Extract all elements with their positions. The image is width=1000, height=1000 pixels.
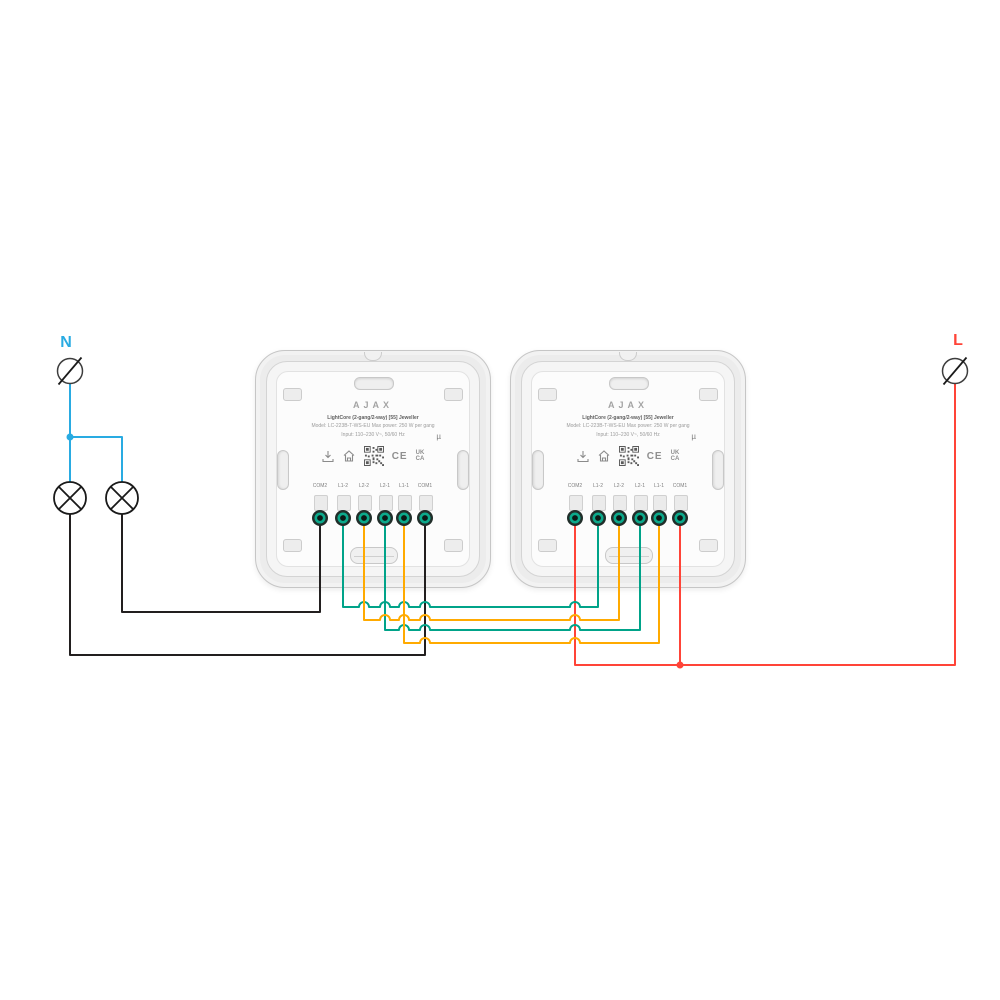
device-name: LightCore (2-gang/2-way) [55] Jeweller (582, 415, 674, 421)
corner-slot (699, 539, 718, 552)
neutral-label: N (60, 334, 72, 351)
neutral-terminal-slash (57, 356, 83, 386)
terminal-screw (337, 495, 351, 511)
terminal-label-l2-2: L2-2 (358, 483, 369, 489)
lamp-2-cross (110, 486, 134, 510)
install-arrow-icon (322, 450, 334, 462)
device-spec-model: Model: LC-223B-T-WS-EU Max power: 250 W … (311, 423, 435, 429)
terminal-screw (379, 495, 393, 511)
lamp-1-cross (58, 486, 82, 510)
terminal-label-l1-2: L1-2 (337, 483, 348, 489)
ukca-mark: UK CA (671, 450, 680, 463)
line-terminal-symbol (941, 357, 969, 385)
ce-mark: CE (391, 450, 408, 462)
device-spec-input: Input: 110–230 V~, 50/60 Hz (341, 431, 405, 438)
neutral-terminal-symbol (56, 357, 84, 385)
neutral-wires (69, 383, 123, 482)
mu-mark: µ (436, 432, 441, 441)
terminal-screw (613, 495, 627, 511)
ukca-mark: UK CA (416, 450, 425, 463)
top-screw-slot (354, 377, 394, 390)
corner-slot (538, 539, 557, 552)
device-module: AJAX LightCore (2-gang/2-way) [55] Jewel… (295, 400, 451, 467)
device-spec-model: Model: LC-223B-T-WS-EU Max power: 250 W … (566, 423, 690, 429)
terminal-label-com2: COM2 (312, 483, 328, 489)
top-screw-slot (609, 377, 649, 390)
side-slot (532, 450, 544, 490)
line-terminal-slash (942, 356, 968, 386)
brand-logo: AJAX (607, 400, 648, 410)
terminal-label-l1-1: L1-1 (398, 483, 409, 489)
terminal-screw (419, 495, 433, 511)
terminal-screw (592, 495, 606, 511)
corner-slot (283, 539, 302, 552)
lamp-2 (105, 481, 139, 515)
qr-code (363, 446, 384, 466)
terminal-screw (653, 495, 667, 511)
terminal-screw (398, 495, 412, 511)
brand-logo: AJAX (352, 400, 393, 410)
terminal-screw (634, 495, 648, 511)
lamp-1 (53, 481, 87, 515)
corner-slot (444, 388, 463, 401)
qr-code (618, 446, 639, 466)
house-icon (598, 450, 610, 462)
device-name: LightCore (2-gang/2-way) [55] Jeweller (327, 415, 419, 421)
neutral-junction-dot (66, 433, 74, 441)
side-slot (277, 450, 289, 490)
lamps (53, 481, 139, 515)
claw-adjuster-slot (350, 547, 398, 564)
claw-adjuster-slot (605, 547, 653, 564)
corner-slot (538, 388, 557, 401)
device-spec-input: Input: 110–230 V~, 50/60 Hz (596, 431, 660, 438)
ukca-bottom: CA (670, 456, 680, 462)
line-junction-dot (676, 661, 684, 669)
ukca-top: UK (415, 449, 425, 456)
terminal-label-com1: COM1 (672, 483, 688, 489)
switch-device-left: AJAX LightCore (2-gang/2-way) [55] Jewel… (255, 350, 491, 588)
corner-slot (283, 388, 302, 401)
side-slot (457, 450, 469, 490)
house-icon (343, 450, 355, 462)
switch-device-right: AJAX LightCore (2-gang/2-way) [55] Jewel… (510, 350, 746, 588)
line-label: L (953, 332, 963, 349)
install-arrow-icon (577, 450, 589, 462)
terminal-screw (314, 495, 328, 511)
device-module: AJAX LightCore (2-gang/2-way) [55] Jewel… (550, 400, 706, 467)
ce-mark: CE (646, 450, 663, 462)
neutral-wire-branch (70, 436, 123, 482)
mu-mark: µ (691, 432, 696, 441)
side-slot (712, 450, 724, 490)
terminal-screw (674, 495, 688, 511)
corner-slot (444, 539, 463, 552)
terminal-label-l2-1: L2-1 (379, 483, 390, 489)
marking-icons-row: µ CE UK CA (295, 432, 451, 467)
ukca-bottom: CA (415, 456, 425, 462)
terminal-label-com1: COM1 (417, 483, 433, 489)
marking-icons-row: µ CE UK CA (550, 432, 706, 467)
terminal-screw (569, 495, 583, 511)
terminal-screw (358, 495, 372, 511)
